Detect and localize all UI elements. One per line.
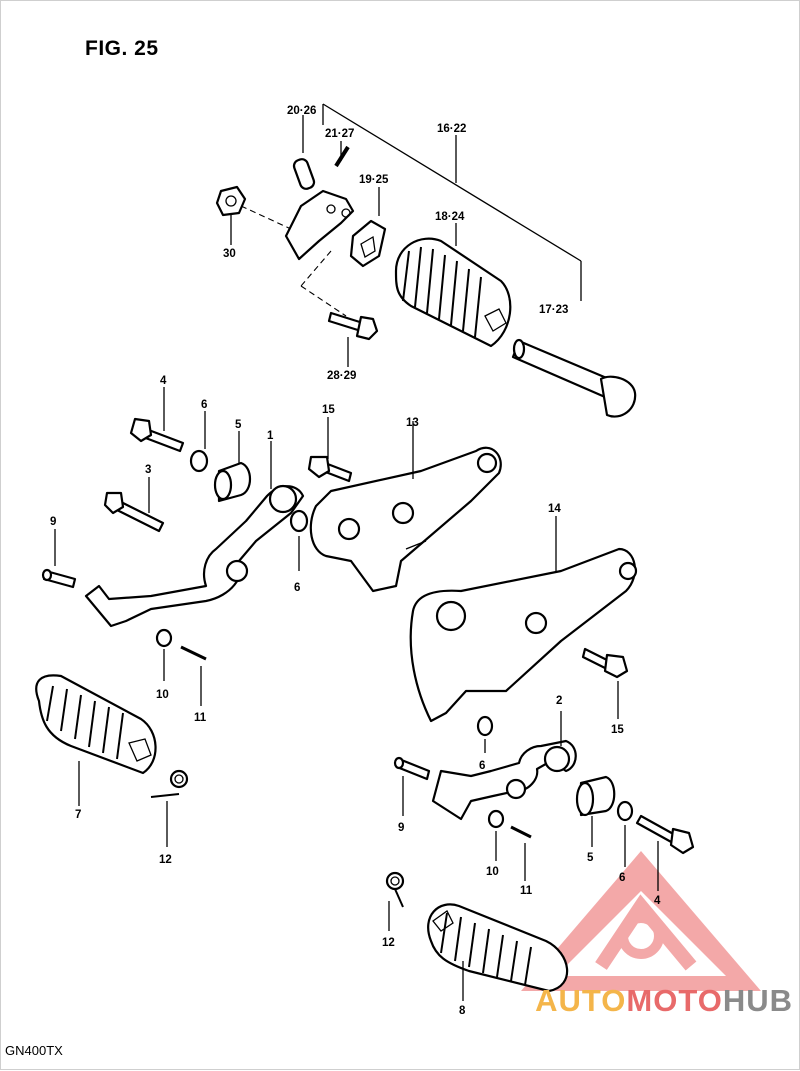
label-9-right: 9 (398, 822, 404, 834)
label-6-top: 6 (201, 399, 207, 411)
label-7: 7 (75, 809, 81, 821)
footrest-rubber-7 (35, 674, 157, 806)
label-5-top: 5 (235, 419, 242, 431)
label-3: 3 (145, 464, 151, 476)
label-15-right: 15 (611, 724, 624, 736)
footrest-rubber-8 (427, 903, 569, 1001)
cotter-pin-11-right (510, 825, 532, 881)
label-5-right: 5 (587, 852, 594, 864)
label-28-29: 28·29 (327, 370, 356, 382)
label-12-right: 12 (382, 937, 395, 949)
watermark-triangle (521, 851, 761, 991)
watermark-text-auto: AUTO (535, 983, 627, 1018)
label-13: 13 (406, 417, 419, 429)
footrest-rubber-18 (394, 237, 512, 348)
bushing-5-left (213, 431, 252, 503)
bolt-28 (327, 311, 379, 341)
label-4-right: 4 (654, 895, 661, 907)
label-11-left: 11 (194, 712, 207, 724)
label-17-23: 17·23 (539, 304, 568, 316)
label-6-right: 6 (479, 760, 485, 772)
label-14: 14 (548, 503, 561, 515)
label-30: 30 (223, 248, 236, 260)
washer-6-mid (289, 509, 309, 571)
washer-6-left (189, 411, 209, 473)
label-18-24: 18·24 (435, 211, 465, 223)
washer-10-right (487, 809, 505, 861)
watermark-text-hub: HUB (722, 983, 793, 1018)
callout-labels: 20·26 21·27 16·22 19·25 18·24 30 17·23 2… (50, 105, 661, 1017)
bolt-4-right (635, 814, 695, 891)
clevis-pin-9-right (393, 756, 431, 816)
cotter-pin-11-left (180, 645, 207, 706)
spring-12-right (385, 871, 405, 931)
label-11-right: 11 (520, 885, 533, 897)
bracket-assembly-top (215, 103, 637, 418)
clevis-pin-9-left (41, 529, 77, 589)
bushing-5-right (575, 775, 616, 847)
label-19-25: 19·25 (359, 174, 389, 186)
washer-6-right2 (616, 800, 634, 867)
model-code: GN400TX (5, 1043, 63, 1058)
brake-lever-1 (84, 441, 305, 628)
label-21-27: 21·27 (325, 128, 354, 140)
bolt-15-top (307, 417, 353, 483)
footrest-pin-17 (511, 338, 637, 418)
washer-6-right (476, 715, 494, 753)
label-9-left: 9 (50, 516, 56, 528)
label-4-top: 4 (160, 375, 167, 387)
washer-10-left (155, 628, 173, 681)
label-6-mid: 6 (294, 582, 300, 594)
label-20-26: 20·26 (287, 105, 316, 117)
spring-12-left (150, 769, 189, 847)
label-6-right2: 6 (619, 872, 625, 884)
watermark-logo: AUTOMOTOHUB (535, 983, 793, 1019)
label-16-22: 16·22 (437, 123, 466, 135)
pivot-pin-20 (292, 158, 316, 190)
label-1: 1 (267, 430, 274, 442)
bolt-3-left (103, 477, 165, 533)
bolt-4-left (129, 387, 185, 453)
figure-title: FIG. 25 (85, 37, 159, 60)
label-12-left: 12 (159, 854, 172, 866)
label-10-right: 10 (486, 866, 499, 878)
bolt-15-right (581, 647, 629, 719)
label-10-left: 10 (156, 689, 169, 701)
nut-30 (215, 185, 247, 217)
label-8: 8 (459, 1005, 466, 1017)
label-2: 2 (556, 695, 562, 707)
watermark-text-moto: MOTO (626, 983, 723, 1018)
footrest-bracket-13 (309, 421, 502, 593)
footrest-arm-2 (431, 711, 577, 821)
label-15-top: 15 (322, 404, 335, 416)
footrest-bracket-14 (409, 516, 638, 723)
